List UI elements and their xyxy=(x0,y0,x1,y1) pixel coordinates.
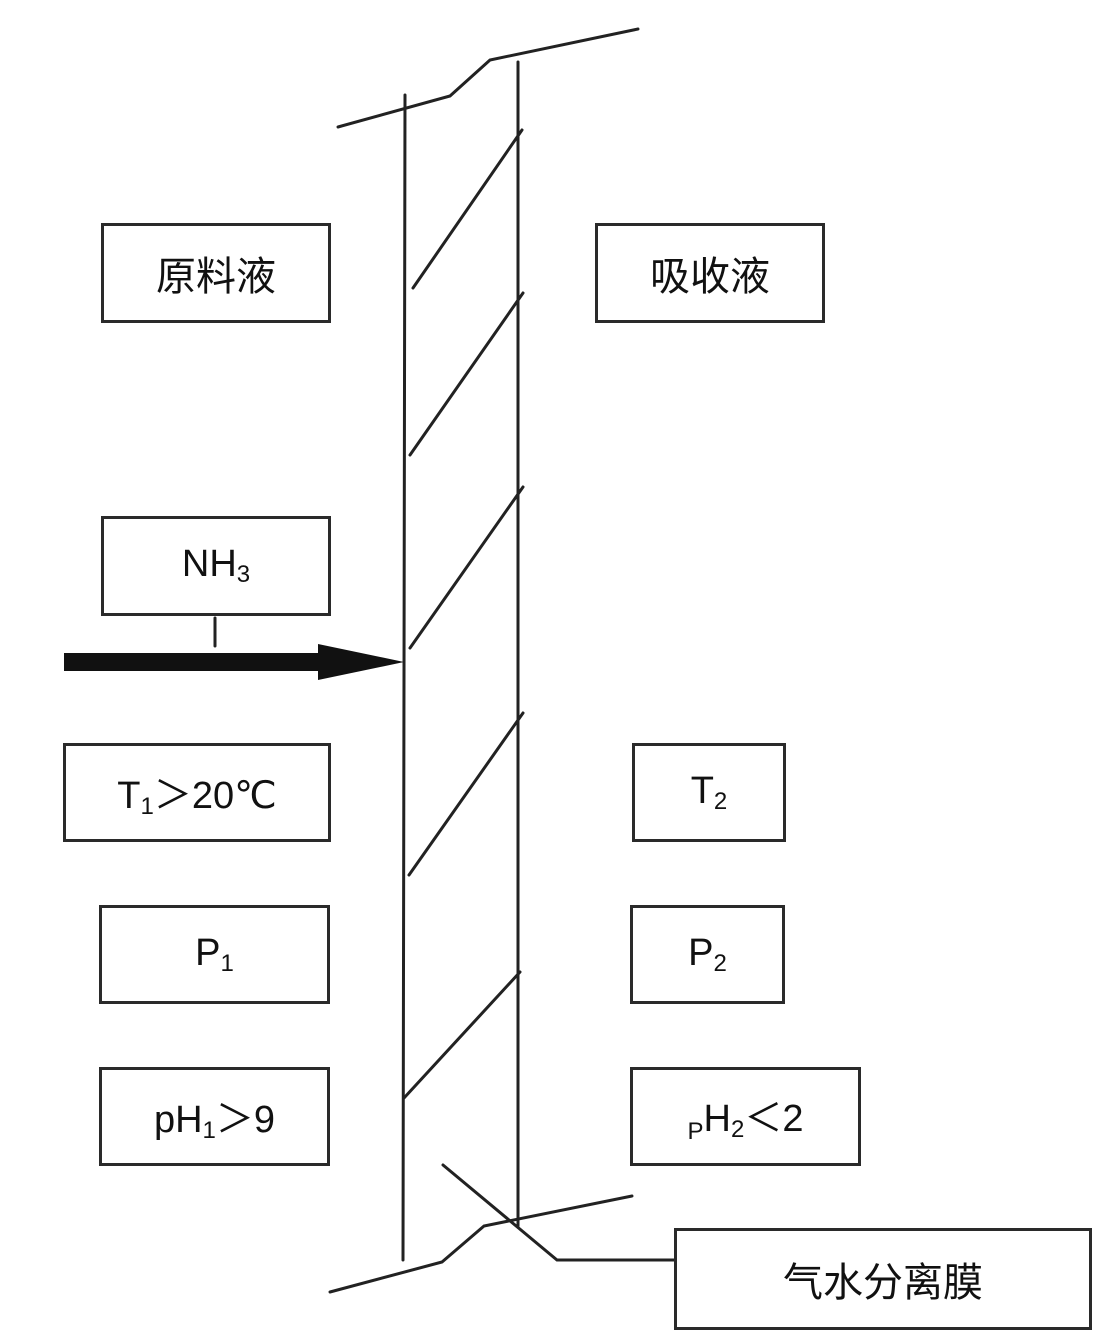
hatch-line xyxy=(402,970,522,1100)
p1-box: P1 xyxy=(99,905,330,1004)
t1-label: T1＞20℃ xyxy=(117,775,277,820)
absorption-liquid-box: 吸收液 xyxy=(595,223,825,323)
ph2-label: PH2＜2 xyxy=(687,1098,804,1145)
hatch-line xyxy=(408,291,525,457)
membrane-label-leader xyxy=(441,1163,678,1262)
t2-box: T2 xyxy=(632,743,786,842)
p2-box: P2 xyxy=(630,905,785,1004)
hatch-line xyxy=(411,128,524,290)
ph1-label: pH1＞9 xyxy=(153,1099,276,1144)
bottom-break-line xyxy=(328,1194,634,1294)
feed-liquid-label: 原料液 xyxy=(156,254,276,300)
membrane-label-box: 气水分离膜 xyxy=(674,1228,1092,1330)
p1-label: P1 xyxy=(195,931,234,977)
t2-label: T2 xyxy=(690,769,728,815)
t1-box: T1＞20℃ xyxy=(63,743,331,842)
nh3-box: NH3 xyxy=(101,516,331,616)
top-break-line xyxy=(336,27,640,129)
membrane-left-wall xyxy=(401,93,407,1262)
hatch-line xyxy=(408,485,525,650)
absorption-liquid-label: 吸收液 xyxy=(650,254,770,300)
feed-liquid-box: 原料液 xyxy=(101,223,331,323)
hatch-line xyxy=(407,711,525,877)
nh3-label: NH3 xyxy=(181,543,251,588)
ph1-box: pH1＞9 xyxy=(99,1067,330,1166)
membrane-label: 气水分离膜 xyxy=(783,1260,983,1306)
p2-label: P2 xyxy=(688,931,727,977)
ph2-box: PH2＜2 xyxy=(630,1067,861,1166)
nh3-flux-arrowhead xyxy=(318,644,404,680)
